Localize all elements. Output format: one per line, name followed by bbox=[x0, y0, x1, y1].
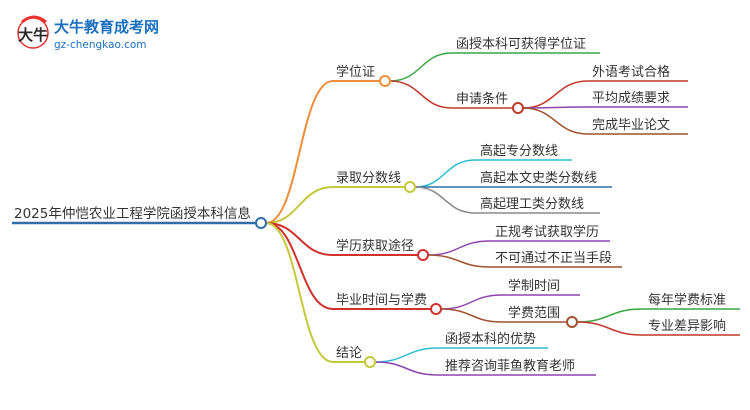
root-label: 2025年仲恺农业工程学院函授本科信息 bbox=[14, 205, 251, 222]
branch-conclusion[interactable]: 结论 bbox=[333, 346, 376, 368]
leaf-consult-teacher[interactable]: 推荐咨询菲鱼教育老师 bbox=[438, 358, 596, 376]
branch-to-leaf-connector bbox=[414, 159, 476, 188]
leaf-label: 平均成绩要求 bbox=[592, 91, 670, 106]
brand-logo: 大牛 大牛教育成考网 gz-chengkao.com bbox=[17, 15, 159, 51]
branch-label: 学历获取途径 bbox=[336, 238, 414, 254]
leaf-average-score[interactable]: 平均成绩要求 bbox=[588, 91, 688, 108]
brand-url: gz-chengkao.com bbox=[54, 39, 147, 51]
branch-to-leaf-connector bbox=[427, 240, 491, 256]
branch-degree[interactable]: 学位证 bbox=[333, 64, 391, 87]
brand-name: 大牛教育成考网 bbox=[54, 18, 159, 36]
branch-to-leaf-connector bbox=[414, 186, 476, 214]
root-to-branch-connector bbox=[265, 222, 334, 310]
node-to-leaf-connector bbox=[522, 107, 589, 135]
node-to-leaf-connector bbox=[576, 308, 643, 323]
branch-dot bbox=[430, 303, 442, 315]
branch-to-leaf-connector bbox=[389, 80, 453, 109]
leaf-label: 完成毕业论文 bbox=[592, 118, 670, 133]
leaf-label: 每年学费标准 bbox=[648, 292, 726, 308]
leaf-science-score[interactable]: 高起理工类分数线 bbox=[475, 196, 600, 214]
branch-label: 学位证 bbox=[336, 64, 375, 80]
node-to-leaf-connector bbox=[522, 80, 589, 109]
leaf-label: 正规考试获取学历 bbox=[495, 224, 599, 240]
branch-education-path[interactable]: 学历获取途径 bbox=[333, 238, 429, 261]
branch-dot bbox=[404, 181, 416, 193]
leaf-thesis[interactable]: 完成毕业论文 bbox=[588, 118, 688, 135]
leaf-degree-available[interactable]: 函授本科可获得学位证 bbox=[452, 36, 600, 54]
branch-to-leaf-connector bbox=[374, 347, 439, 363]
node-to-leaf-connector bbox=[576, 321, 643, 336]
leaf-label: 高起本文史类分数线 bbox=[480, 170, 597, 186]
leaf-label: 高起理工类分数线 bbox=[480, 196, 584, 212]
root-to-branch-connector bbox=[265, 222, 334, 363]
leaf-label: 函授本科的优势 bbox=[445, 331, 536, 347]
node-fee-range[interactable]: 学费范围 bbox=[502, 305, 578, 328]
root-to-branch-connector bbox=[265, 222, 334, 256]
node-application-conditions[interactable]: 申请条件 bbox=[452, 91, 524, 114]
branch-label: 毕业时间与学费 bbox=[336, 292, 427, 308]
branch-label: 结论 bbox=[336, 346, 362, 361]
leaf-formal-exam[interactable]: 正规考试获取学历 bbox=[490, 224, 610, 242]
leaf-label: 专业差异影响 bbox=[648, 318, 726, 334]
branch-dot bbox=[364, 356, 376, 368]
leaf-major-difference[interactable]: 专业差异影响 bbox=[642, 318, 740, 336]
leaf-label: 不可通过不正当手段 bbox=[495, 251, 612, 266]
leaf-label: 学费范围 bbox=[508, 305, 560, 321]
root-connector-dot bbox=[255, 217, 267, 229]
root-node[interactable]: 2025年仲恺农业工程学院函授本科信息 bbox=[12, 205, 267, 229]
branch-to-leaf-connector bbox=[374, 361, 439, 376]
branch-to-leaf-connector bbox=[427, 254, 491, 268]
branch-dot bbox=[417, 249, 429, 261]
leaf-liberal-arts-score[interactable]: 高起本文史类分数线 bbox=[475, 170, 612, 188]
leaf-no-improper-means[interactable]: 不可通过不正当手段 bbox=[490, 251, 622, 268]
leaf-annual-fee[interactable]: 每年学费标准 bbox=[642, 292, 740, 310]
leaf-advantages[interactable]: 函授本科的优势 bbox=[438, 331, 548, 349]
branch-to-leaf-connector bbox=[440, 294, 503, 310]
leaf-junior-college-score[interactable]: 高起专分数线 bbox=[475, 143, 572, 161]
branch-to-leaf-connector bbox=[389, 52, 453, 82]
branch-label: 录取分数线 bbox=[336, 171, 401, 186]
logo-swoosh-icon bbox=[21, 15, 47, 24]
leaf-label: 学制时间 bbox=[508, 278, 560, 294]
branch-graduation-fees[interactable]: 毕业时间与学费 bbox=[333, 292, 442, 315]
leaf-foreign-language[interactable]: 外语考试合格 bbox=[588, 64, 688, 82]
leaf-label: 推荐咨询菲鱼教育老师 bbox=[445, 358, 575, 374]
branch-cutoff-scores[interactable]: 录取分数线 bbox=[333, 171, 416, 193]
branch-to-leaf-connector bbox=[440, 308, 503, 323]
branch-dot bbox=[379, 75, 391, 87]
leaf-label: 申请条件 bbox=[456, 91, 508, 107]
connectors bbox=[265, 52, 643, 376]
root-to-branch-connector bbox=[265, 80, 334, 224]
root-to-branch-connector bbox=[265, 186, 334, 224]
logo-glyph: 大牛 bbox=[18, 26, 48, 44]
leaf-label: 函授本科可获得学位证 bbox=[456, 36, 586, 52]
leaf-study-duration[interactable]: 学制时间 bbox=[502, 278, 580, 296]
node-dot bbox=[566, 316, 578, 328]
leaf-label: 高起专分数线 bbox=[480, 143, 558, 159]
leaf-label: 外语考试合格 bbox=[592, 64, 670, 80]
node-dot bbox=[512, 102, 524, 114]
